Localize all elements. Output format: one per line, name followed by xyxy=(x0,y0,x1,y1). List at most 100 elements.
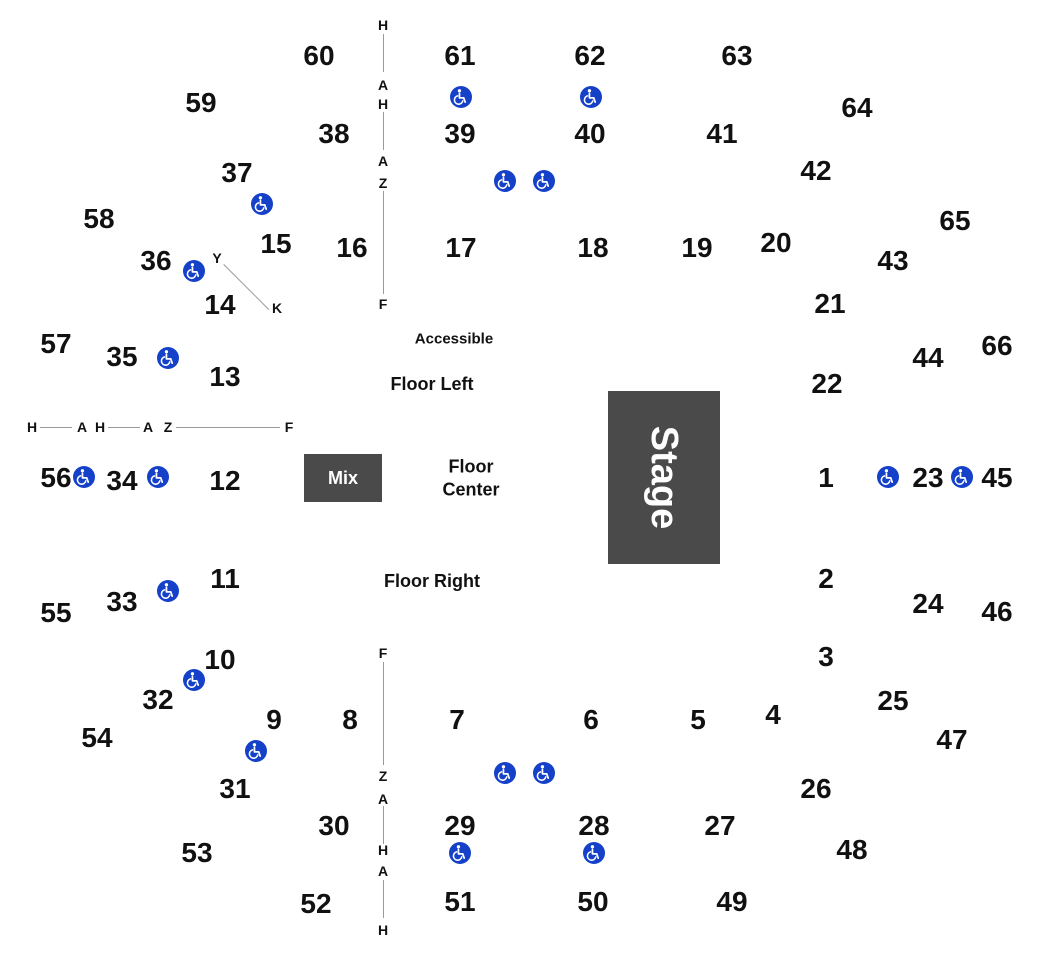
wheelchair-icon[interactable] xyxy=(251,193,273,215)
section-60[interactable]: 60 xyxy=(303,40,335,71)
wheelchair-icon[interactable] xyxy=(533,170,555,192)
wheelchair-icon[interactable] xyxy=(449,842,471,864)
wheelchair-icon[interactable] xyxy=(580,86,602,108)
area-accessible[interactable]: Accessible xyxy=(414,330,494,348)
section-12[interactable]: 12 xyxy=(209,465,241,496)
section-36[interactable]: 36 xyxy=(140,245,172,276)
stage[interactable]: Stage xyxy=(608,391,720,564)
section-54[interactable]: 54 xyxy=(81,722,113,753)
section-1[interactable]: 1 xyxy=(818,462,834,493)
row-label: Z xyxy=(378,768,388,784)
section-24[interactable]: 24 xyxy=(912,588,944,619)
section-44[interactable]: 44 xyxy=(912,342,944,373)
section-32[interactable]: 32 xyxy=(142,684,174,715)
section-21[interactable]: 21 xyxy=(814,288,846,319)
wheelchair-icon[interactable] xyxy=(877,466,899,488)
row-label: H xyxy=(377,922,389,938)
section-18[interactable]: 18 xyxy=(577,232,609,263)
section-35[interactable]: 35 xyxy=(106,341,138,372)
section-6[interactable]: 6 xyxy=(583,704,599,735)
section-57[interactable]: 57 xyxy=(40,328,72,359)
section-23[interactable]: 23 xyxy=(912,462,944,493)
wheelchair-icon[interactable] xyxy=(183,260,205,282)
section-22[interactable]: 22 xyxy=(811,368,843,399)
section-2[interactable]: 2 xyxy=(818,563,834,594)
wheelchair-icon[interactable] xyxy=(494,762,516,784)
section-47[interactable]: 47 xyxy=(936,724,968,755)
section-45[interactable]: 45 xyxy=(981,462,1013,493)
section-49[interactable]: 49 xyxy=(716,886,748,917)
section-48[interactable]: 48 xyxy=(836,834,868,865)
section-53[interactable]: 53 xyxy=(181,837,213,868)
row-line-bottom xyxy=(383,806,384,844)
wheelchair-icon[interactable] xyxy=(450,86,472,108)
section-20[interactable]: 20 xyxy=(760,227,792,258)
section-56[interactable]: 56 xyxy=(40,462,72,493)
section-31[interactable]: 31 xyxy=(219,773,251,804)
section-17[interactable]: 17 xyxy=(445,232,477,263)
section-43[interactable]: 43 xyxy=(877,245,909,276)
row-label: A xyxy=(377,863,389,879)
section-63[interactable]: 63 xyxy=(721,40,753,71)
section-3[interactable]: 3 xyxy=(818,641,834,672)
section-28[interactable]: 28 xyxy=(578,810,610,841)
section-4[interactable]: 4 xyxy=(765,699,781,730)
section-10[interactable]: 10 xyxy=(204,644,236,675)
section-50[interactable]: 50 xyxy=(577,886,609,917)
section-64[interactable]: 64 xyxy=(841,92,873,123)
area-floor-left[interactable]: Floor Left xyxy=(390,373,474,394)
wheelchair-icon[interactable] xyxy=(183,669,205,691)
section-46[interactable]: 46 xyxy=(981,596,1013,627)
section-39[interactable]: 39 xyxy=(444,118,476,149)
section-66[interactable]: 66 xyxy=(981,330,1013,361)
section-38[interactable]: 38 xyxy=(318,118,350,149)
section-14[interactable]: 14 xyxy=(204,289,236,320)
wheelchair-icon[interactable] xyxy=(583,842,605,864)
section-26[interactable]: 26 xyxy=(800,773,832,804)
section-29[interactable]: 29 xyxy=(444,810,476,841)
section-58[interactable]: 58 xyxy=(83,203,115,234)
row-label: F xyxy=(284,419,294,435)
wheelchair-icon[interactable] xyxy=(245,740,267,762)
wheelchair-icon[interactable] xyxy=(157,347,179,369)
wheelchair-icon[interactable] xyxy=(951,466,973,488)
section-8[interactable]: 8 xyxy=(342,704,358,735)
area-floor-center[interactable]: Floor Center xyxy=(442,456,500,500)
section-7[interactable]: 7 xyxy=(449,704,465,735)
section-37[interactable]: 37 xyxy=(221,157,253,188)
wheelchair-icon[interactable] xyxy=(494,170,516,192)
wheelchair-icon[interactable] xyxy=(147,466,169,488)
section-13[interactable]: 13 xyxy=(209,361,241,392)
section-19[interactable]: 19 xyxy=(681,232,713,263)
wheelchair-icon[interactable] xyxy=(533,762,555,784)
section-62[interactable]: 62 xyxy=(574,40,606,71)
section-15[interactable]: 15 xyxy=(260,228,292,259)
section-16[interactable]: 16 xyxy=(336,232,368,263)
wheelchair-icon[interactable] xyxy=(157,580,179,602)
section-59[interactable]: 59 xyxy=(185,87,217,118)
section-41[interactable]: 41 xyxy=(706,118,738,149)
section-61[interactable]: 61 xyxy=(444,40,476,71)
section-52[interactable]: 52 xyxy=(300,888,332,919)
row-label: Z xyxy=(163,419,173,435)
wheelchair-icon[interactable] xyxy=(73,466,95,488)
section-42[interactable]: 42 xyxy=(800,155,832,186)
mix-position[interactable]: Mix xyxy=(304,454,382,502)
section-25[interactable]: 25 xyxy=(877,685,909,716)
section-5[interactable]: 5 xyxy=(690,704,706,735)
row-line-bottom xyxy=(383,880,384,918)
row-line-left xyxy=(40,427,72,428)
section-34[interactable]: 34 xyxy=(106,465,138,496)
row-line-bottom xyxy=(383,662,384,765)
row-label: H xyxy=(377,842,389,858)
section-11[interactable]: 11 xyxy=(210,563,240,594)
section-65[interactable]: 65 xyxy=(939,205,971,236)
section-51[interactable]: 51 xyxy=(444,886,476,917)
area-floor-right[interactable]: Floor Right xyxy=(384,570,480,591)
section-27[interactable]: 27 xyxy=(704,810,736,841)
section-55[interactable]: 55 xyxy=(40,597,72,628)
section-30[interactable]: 30 xyxy=(318,810,350,841)
section-9[interactable]: 9 xyxy=(266,704,282,735)
section-33[interactable]: 33 xyxy=(106,586,138,617)
section-40[interactable]: 40 xyxy=(574,118,606,149)
